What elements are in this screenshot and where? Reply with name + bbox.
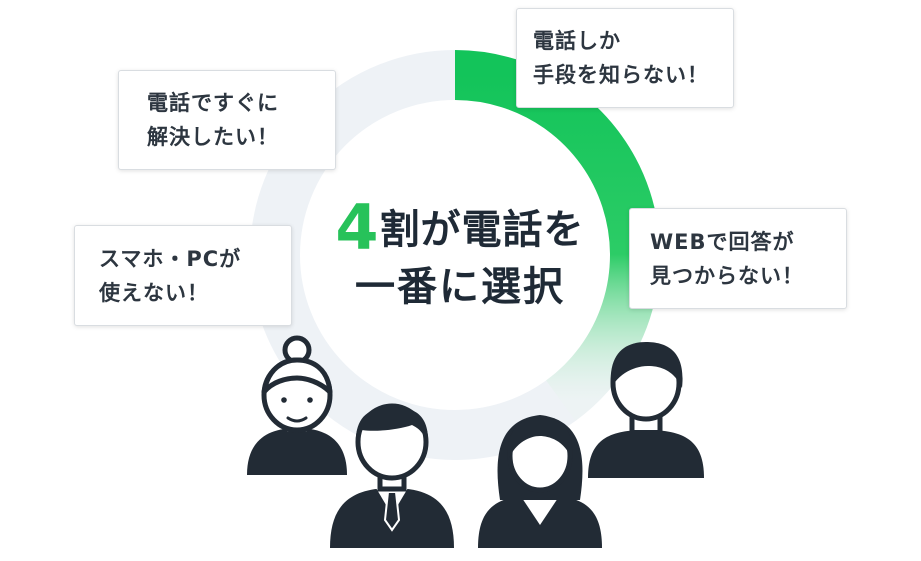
callout-no-web-answer: WEBで回答が 見つからない！ xyxy=(629,208,847,309)
callout-quick-resolve-line2: 解決したい！ xyxy=(147,125,279,149)
callout-cant-use-device: スマホ・PCが 使えない！ xyxy=(74,225,292,326)
callout-cant-use-device-line1: スマホ・PCが xyxy=(99,246,242,271)
callout-only-method-line1: 電話しか xyxy=(533,29,621,53)
callout-only-method-line2: 手段を知らない！ xyxy=(533,63,709,87)
headline-number: 4 xyxy=(335,191,380,264)
callout-cant-use-device-line2: 使えない！ xyxy=(99,280,209,305)
center-headline: 4割が電話を 一番に選択 xyxy=(300,197,620,316)
businessman-icon xyxy=(330,403,454,548)
student-icon xyxy=(588,342,704,478)
headline-line1-text: 割が電話を xyxy=(379,207,585,253)
headline-line1: 4割が電話を xyxy=(300,197,620,259)
callout-quick-resolve: 電話ですぐに 解決したい！ xyxy=(118,70,336,170)
headline-line2: 一番に選択 xyxy=(355,264,565,310)
businesswoman-icon xyxy=(478,415,602,548)
callout-quick-resolve-line1: 電話ですぐに xyxy=(147,91,279,115)
callout-no-web-answer-line1: WEBで回答が xyxy=(650,229,795,254)
callout-only-method: 電話しか 手段を知らない！ xyxy=(516,8,734,108)
callout-no-web-answer-line2: 見つからない！ xyxy=(650,263,804,288)
elderly-woman-icon xyxy=(247,335,347,475)
